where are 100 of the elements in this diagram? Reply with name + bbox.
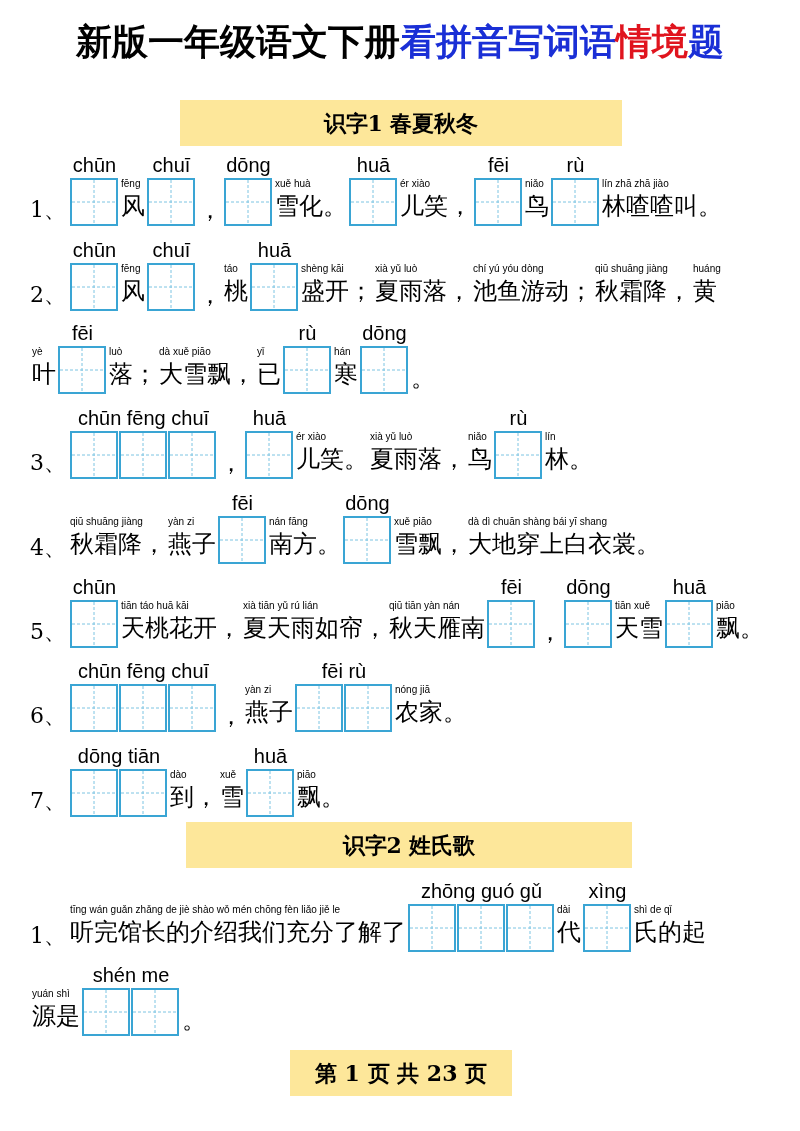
pinyin-text: zhōng guó gǔ — [419, 879, 544, 904]
chinese-text: 林。 — [545, 444, 593, 475]
chinese-text: 秋霜降， — [70, 529, 166, 560]
page-title: 新版一年级语文下册看拼音写词语情境题 — [75, 20, 725, 64]
chinese-text: 秋霜降， — [595, 276, 691, 307]
chinese-text: 天桃花开， — [121, 613, 241, 644]
question-number: 2、 — [30, 281, 67, 309]
pinyin-hint: tiān xuě — [615, 599, 651, 612]
pinyin-hint: xià yǔ luò — [375, 262, 418, 275]
question-number: 1、 — [30, 196, 67, 224]
pinyin-text: chūn fēng chuī — [76, 659, 211, 684]
chinese-text: 雪 — [220, 782, 244, 813]
pinyin-text: fēi rù — [320, 659, 368, 684]
chinese-text: 池鱼游动； — [473, 276, 593, 307]
chinese-text: 儿笑， — [400, 191, 472, 222]
chinese-text: 。 — [182, 1005, 206, 1036]
pinyin-hint: chí yú yóu dòng — [473, 262, 544, 275]
pinyin-hint: xià yǔ luò — [370, 430, 413, 443]
pinyin-text: huā — [256, 238, 293, 263]
chinese-text: 飘。 — [297, 782, 345, 813]
chinese-text: ， — [198, 195, 222, 226]
chinese-text: 到， — [170, 782, 218, 813]
pinyin-text: chuī — [151, 153, 192, 178]
chinese-text: ， — [198, 280, 222, 311]
chinese-text: 农家。 — [395, 697, 467, 728]
pinyin-hint: shèng kāi — [301, 262, 344, 275]
pinyin-text: chuī — [151, 238, 192, 263]
pinyin-text: huā — [252, 744, 289, 769]
pinyin-text: chūn — [71, 153, 118, 178]
question-number: 4、 — [30, 534, 67, 562]
pinyin-text: huā — [355, 153, 392, 178]
pinyin-hint: yǐ — [257, 345, 265, 358]
pinyin-text: fēi — [230, 491, 255, 516]
pinyin-hint: xuě piāo — [394, 515, 432, 528]
pinyin-text: huā — [671, 575, 708, 600]
chinese-text: 天雪 — [615, 613, 663, 644]
pinyin-text: xìng — [587, 879, 628, 904]
page-number-banner: 第 1 页 共 23 页 — [290, 1050, 512, 1096]
pinyin-hint: qiū shuāng jiàng — [70, 515, 143, 528]
pinyin-text: shén me — [91, 963, 171, 988]
pinyin-text: chūn — [71, 575, 118, 600]
question-number: 5、 — [30, 618, 67, 646]
chinese-text: 落； — [109, 359, 157, 390]
chinese-text: 寒 — [334, 359, 358, 390]
pinyin-text: rù — [508, 406, 529, 431]
pinyin-hint: tīng wán guǎn zhǎng de jiè shào wǒ mén chōng fèn liǎo jiě le — [70, 903, 341, 916]
pinyin-hint: niǎo — [525, 177, 544, 190]
chinese-text: 南方。 — [269, 529, 341, 560]
pinyin-hint: dào — [170, 768, 187, 781]
chinese-text: 风 — [121, 276, 145, 307]
chinese-text: 雪飘， — [394, 529, 466, 560]
pinyin-hint: yàn zi — [168, 515, 195, 528]
pinyin-hint: piāo — [716, 599, 735, 612]
pinyin-hint: ér xiào — [296, 430, 326, 443]
pinyin-hint: dà dì chuān shàng bái yī shang — [468, 515, 607, 528]
pinyin-hint: dà xuě piāo — [159, 345, 211, 358]
pinyin-hint: niǎo — [468, 430, 487, 443]
chinese-text: ， — [219, 701, 243, 732]
pinyin-text: chūn fēng chuī — [76, 406, 211, 431]
pinyin-text: huā — [251, 406, 288, 431]
pinyin-hint: xià tiān yǔ rú lián — [243, 599, 319, 612]
pinyin-hint: shì de qǐ — [634, 903, 672, 916]
chinese-text: 盛开； — [301, 276, 373, 307]
chinese-text: 风 — [121, 191, 145, 222]
pinyin-text: dōng tiān — [76, 744, 162, 769]
chinese-text: 林喳喳叫。 — [602, 191, 722, 222]
question-number: 7、 — [30, 787, 67, 815]
chinese-text: 鸟 — [468, 444, 492, 475]
chinese-text: 。 — [411, 363, 435, 394]
pinyin-hint: nóng jiā — [395, 683, 431, 696]
chinese-text: 源是 — [32, 1001, 80, 1032]
chinese-text: 雪化。 — [275, 191, 347, 222]
pinyin-hint: luò — [109, 345, 123, 358]
pinyin-hint: hán — [334, 345, 351, 358]
pinyin-text: rù — [297, 321, 318, 346]
pinyin-hint: dài — [557, 903, 571, 916]
chinese-text: 夏雨落， — [375, 276, 471, 307]
pinyin-text: dōng — [225, 153, 272, 178]
pinyin-text: chūn — [71, 238, 118, 263]
section-banner: 识字1 春夏秋冬 — [180, 100, 622, 146]
pinyin-hint: yuán shì — [32, 987, 70, 1000]
pinyin-hint: lín — [545, 430, 556, 443]
chinese-text: 夏天雨如帘， — [243, 613, 387, 644]
pinyin-hint: yè — [32, 345, 43, 358]
pinyin-hint: xuě — [220, 768, 237, 781]
question-number: 1、 — [30, 922, 67, 950]
chinese-text: 氏的起 — [634, 917, 706, 948]
pinyin-text: dōng — [344, 491, 391, 516]
pinyin-hint: piāo — [297, 768, 316, 781]
pinyin-hint: fēng — [121, 177, 141, 190]
chinese-text: 大雪飘， — [159, 359, 255, 390]
pinyin-hint: yàn zi — [245, 683, 272, 696]
chinese-text: 黄 — [693, 276, 717, 307]
chinese-text: 儿笑。 — [296, 444, 368, 475]
pinyin-hint: xuě huà — [275, 177, 311, 190]
pinyin-text: fēi — [70, 321, 95, 346]
chinese-text: 听完馆长的介绍我们充分了解了 — [70, 917, 406, 948]
chinese-text: 大地穿上白衣裳。 — [468, 529, 660, 560]
pinyin-hint: tiān táo huā kāi — [121, 599, 189, 612]
pinyin-text: fēi — [499, 575, 524, 600]
